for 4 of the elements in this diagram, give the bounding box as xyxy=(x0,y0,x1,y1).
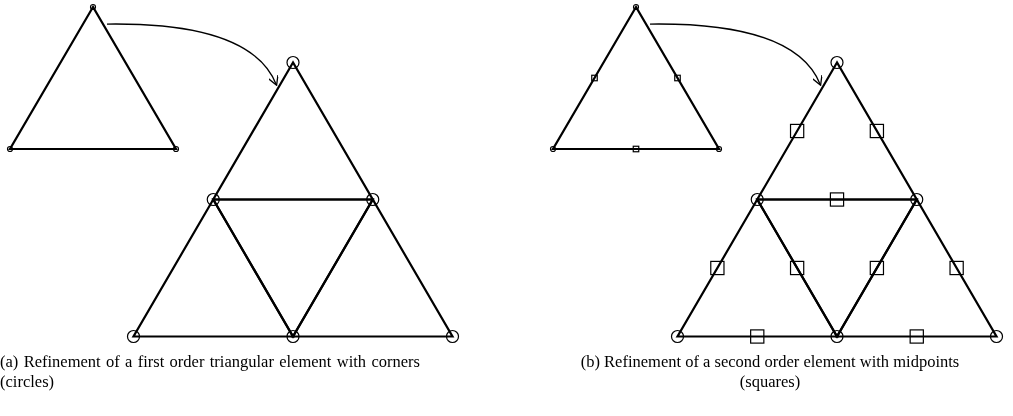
curved-arrow xyxy=(106,23,278,86)
figure-caption: (b) Refinement of a second order element with midpoints (squares) xyxy=(579,352,961,392)
curved-arrow xyxy=(649,23,822,86)
figure-caption: (a) Refinement of a first order triangular element with corners (circles) xyxy=(0,352,420,392)
